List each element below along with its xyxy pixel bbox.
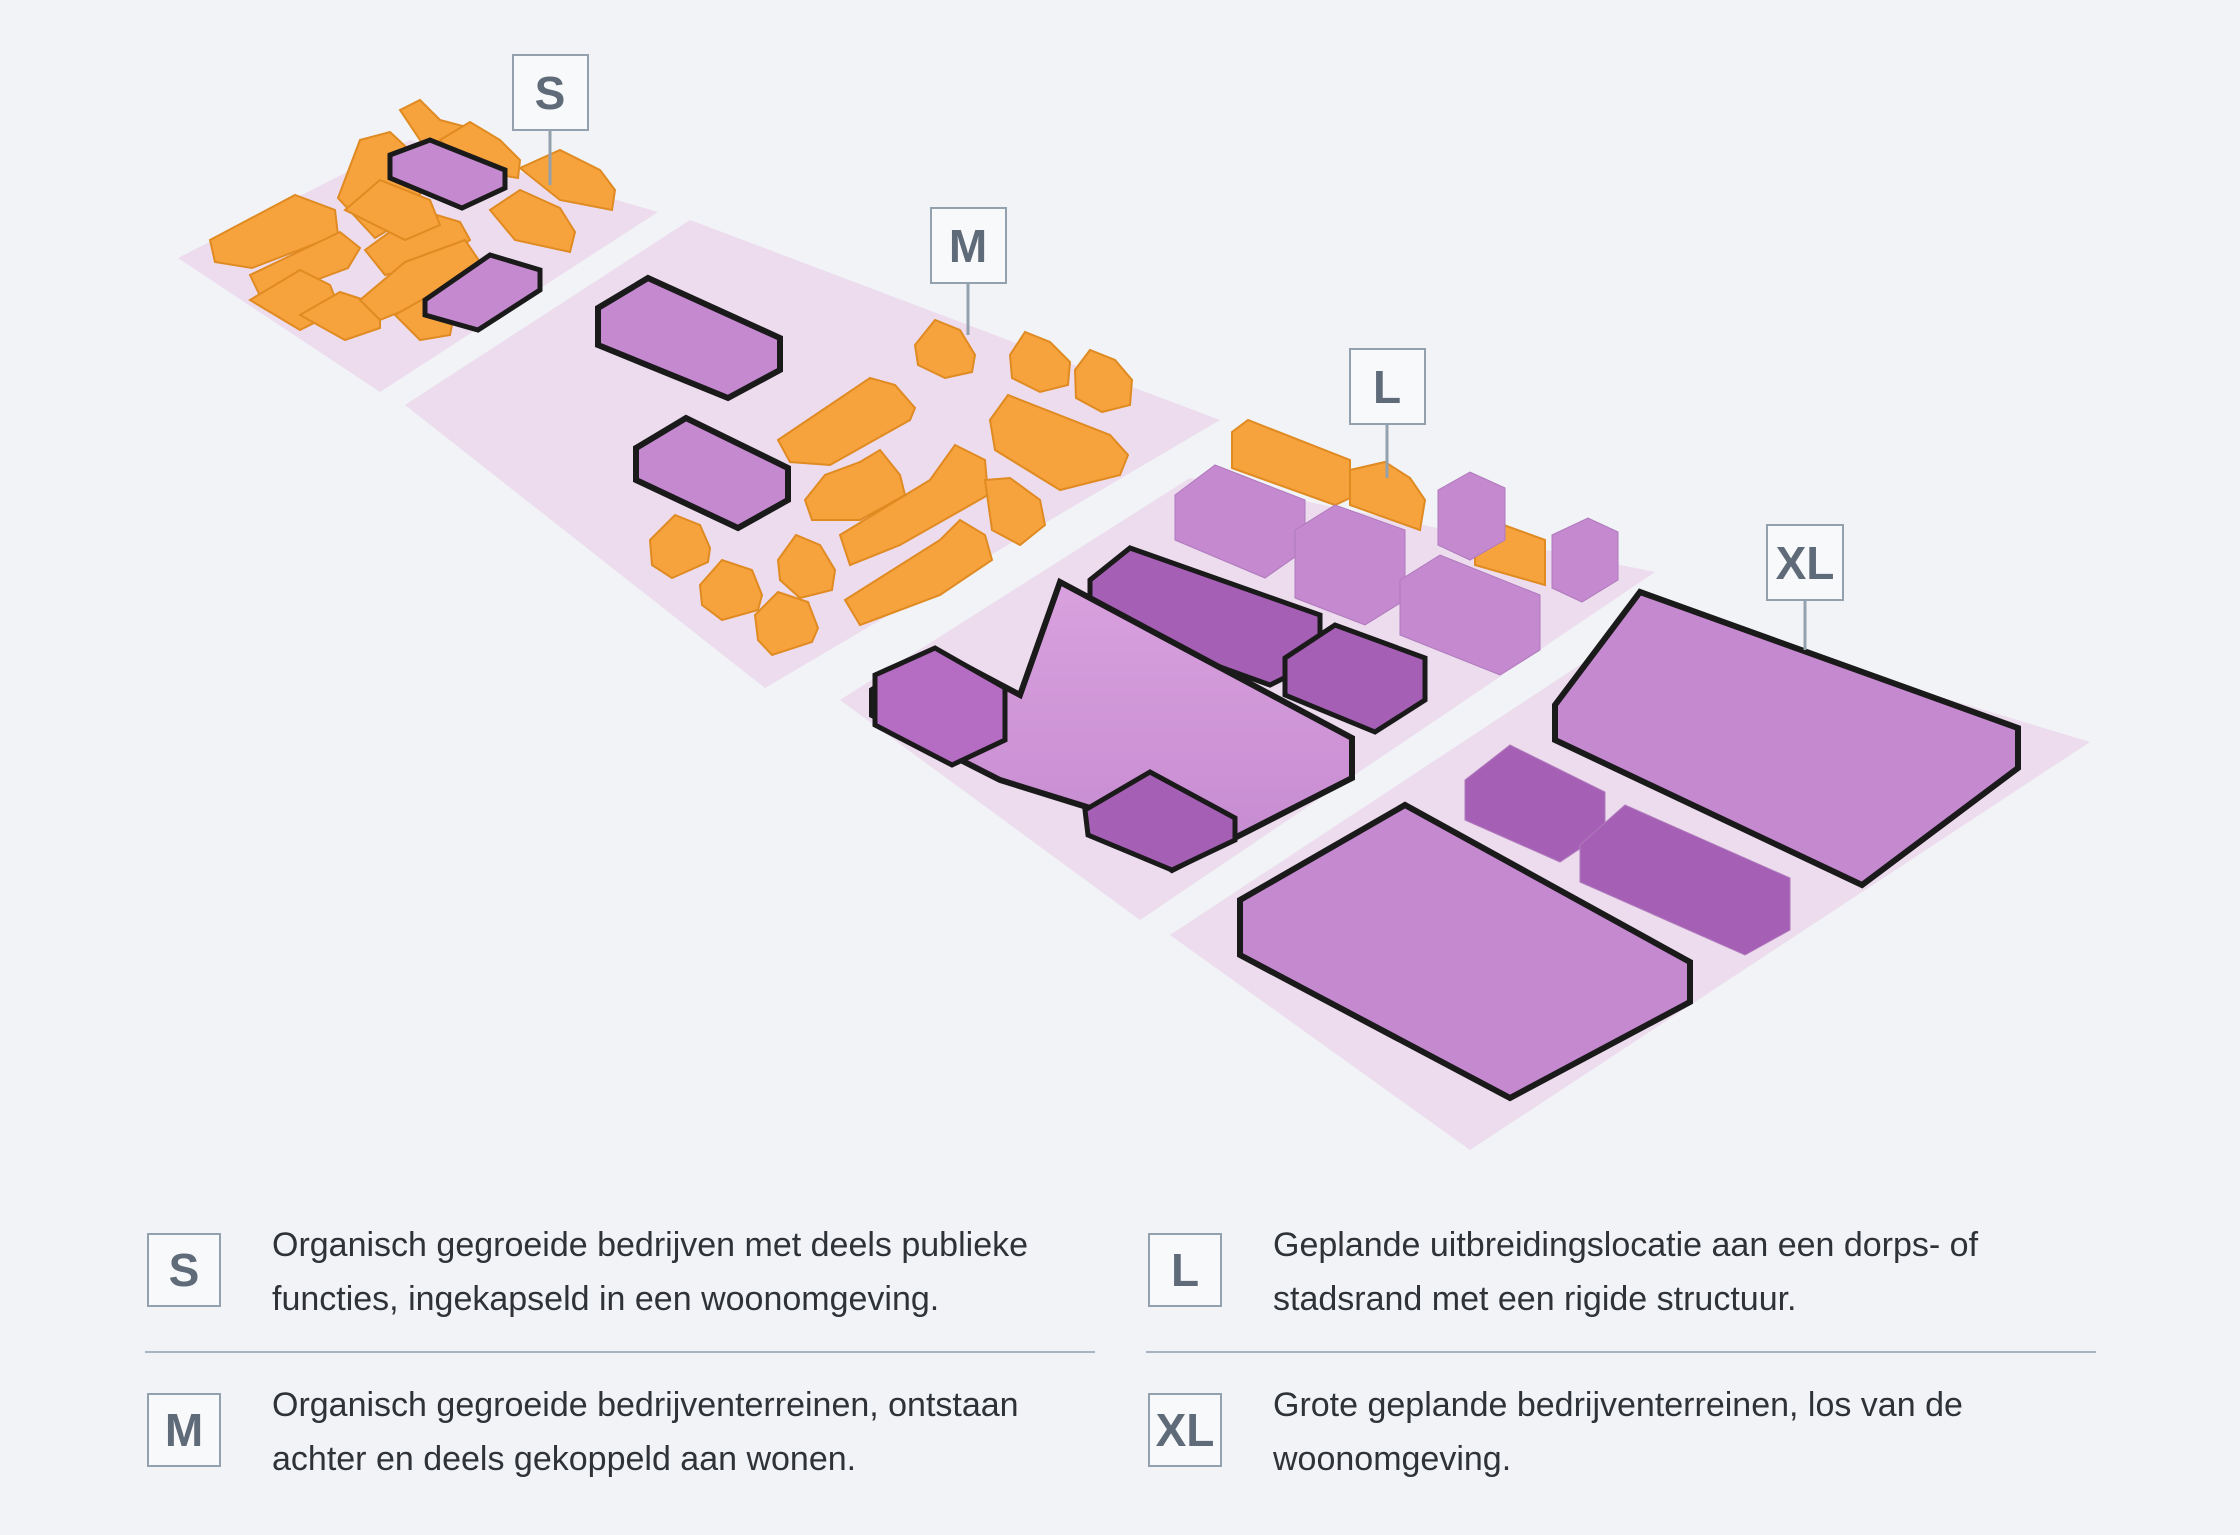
legend-text-m: Organisch gegroeide bedrijventerreinen, … bbox=[272, 1378, 1092, 1486]
company-l-mid2 bbox=[1282, 622, 1428, 735]
house bbox=[776, 533, 837, 600]
callout-l-box bbox=[1349, 348, 1426, 425]
legend-badge-m: M bbox=[147, 1393, 221, 1467]
house bbox=[1008, 330, 1072, 394]
legend-text-xl: Grote geplande bedrijventerreinen, los v… bbox=[1273, 1378, 2093, 1486]
house bbox=[698, 558, 764, 622]
callout-xl-box bbox=[1766, 524, 1844, 601]
company-l-annex bbox=[872, 645, 1008, 768]
legend-text-line: achter en deels gekoppeld aan wonen. bbox=[272, 1440, 857, 1478]
zone-s: S bbox=[208, 54, 617, 342]
house-block bbox=[488, 188, 577, 254]
houses-s bbox=[208, 98, 617, 342]
company-xl-mid2 bbox=[1579, 804, 1791, 956]
legend-text-line: functies, ingekapseld in een woonomgevin… bbox=[272, 1280, 940, 1318]
zone-l: L bbox=[869, 348, 1619, 874]
zone-m: M bbox=[595, 207, 1134, 657]
legend-divider-right bbox=[1146, 1351, 2096, 1353]
legend-text-line: stadsrand met een rigide structuur. bbox=[1273, 1280, 1797, 1318]
house bbox=[913, 318, 977, 380]
house-block bbox=[843, 518, 994, 627]
legend-badge-l: L bbox=[1148, 1233, 1222, 1307]
zone-diagram: S M bbox=[178, 54, 2090, 1150]
company-s1 bbox=[387, 137, 508, 211]
house-block bbox=[983, 476, 1047, 547]
company-m2 bbox=[633, 414, 791, 532]
house-block bbox=[1349, 460, 1427, 532]
company-l-row3 bbox=[1399, 554, 1541, 676]
legend-text-line: woonomgeving. bbox=[1273, 1440, 1512, 1478]
company-l-annex2 bbox=[1082, 769, 1238, 873]
company-s2 bbox=[422, 252, 543, 333]
callout-m-box bbox=[930, 207, 1007, 284]
company-xl-bottom bbox=[1237, 801, 1693, 1102]
legend-text-line: Grote geplande bedrijventerreinen, los v… bbox=[1273, 1386, 1963, 1424]
house-block bbox=[343, 178, 442, 242]
house bbox=[648, 513, 712, 580]
callout-l-label: L bbox=[1373, 361, 1401, 413]
legend-badge-s: S bbox=[147, 1233, 221, 1307]
house-block bbox=[518, 148, 617, 212]
company-xl-top bbox=[1552, 588, 2021, 889]
houses-m bbox=[648, 318, 1134, 657]
callout-m-label: M bbox=[949, 220, 987, 272]
zone-xl: XL bbox=[1237, 524, 2021, 1102]
legend-text-l: Geplande uitbreidingslocatie aan een dor… bbox=[1273, 1218, 2093, 1326]
callout-s-label: S bbox=[535, 67, 566, 119]
legend-text-line: Organisch gegroeide bedrijventerreinen, … bbox=[272, 1386, 1019, 1424]
company-l-end bbox=[1551, 517, 1619, 603]
callout-xl-label: XL bbox=[1776, 537, 1835, 589]
houses-l bbox=[1231, 418, 1546, 587]
house-block bbox=[776, 376, 917, 467]
legend-text-line: Organisch gegroeide bedrijven met deels … bbox=[272, 1226, 1029, 1264]
house bbox=[753, 590, 820, 657]
callout-s-box bbox=[512, 54, 589, 131]
legend-text-s: Organisch gegroeide bedrijven met deels … bbox=[272, 1218, 1092, 1326]
house bbox=[1073, 348, 1134, 414]
legend-divider-left bbox=[145, 1351, 1095, 1353]
company-m1 bbox=[595, 274, 783, 402]
house-block bbox=[803, 448, 907, 521]
company-l-tall bbox=[1437, 471, 1506, 561]
legend-text-line: Geplande uitbreidingslocatie aan een dor… bbox=[1273, 1226, 1979, 1264]
legend-badge-xl: XL bbox=[1148, 1393, 1222, 1467]
house-block bbox=[838, 443, 990, 567]
house-block bbox=[988, 393, 1130, 492]
